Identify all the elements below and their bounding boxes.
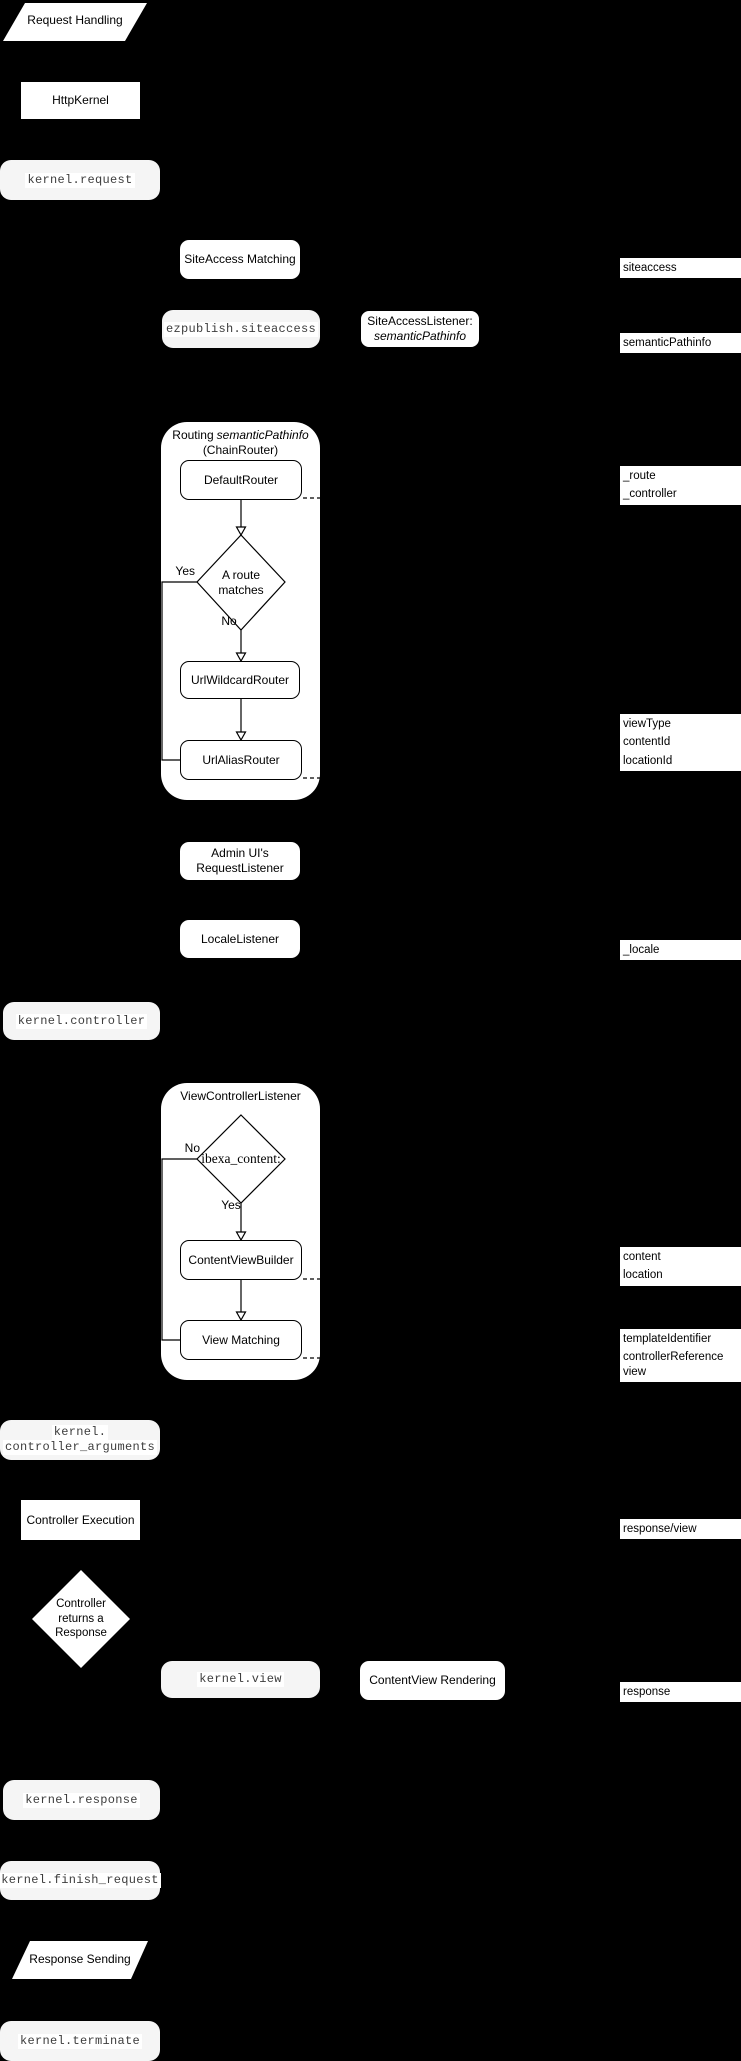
side-label-response-view: response/view xyxy=(620,1519,741,1540)
side-label-route: _route xyxy=(623,470,656,482)
url-alias-router-label: UrlAliasRouter xyxy=(202,752,280,767)
side-label-view-type: viewType xyxy=(623,718,671,730)
siteaccess-listener-node: SiteAccessListener: semanticPathinfo xyxy=(360,310,480,348)
view-controller-group-title: ViewControllerListener xyxy=(180,1089,301,1103)
route-matches-label: A route matches xyxy=(197,568,285,598)
side-label-location-id: locationId xyxy=(623,754,673,767)
contentview-rendering-node: ContentView Rendering xyxy=(360,1661,505,1700)
kernel-controller-label: kernel.controller xyxy=(15,1013,148,1029)
default-router-node: DefaultRouter xyxy=(180,460,302,500)
kernel-response-label: kernel.response xyxy=(23,1792,140,1808)
content-view-builder-node: ContentViewBuilder xyxy=(180,1240,302,1280)
side-label-template-identifier: templateIdentifier xyxy=(623,1333,712,1345)
ezpublish-siteaccess-label: ezpublish.siteaccess xyxy=(163,321,319,337)
side-label-controller-reference: controllerReference xyxy=(623,1351,724,1364)
route-matches-line1: A route xyxy=(221,568,261,582)
controller-returns-line3: Response xyxy=(55,1627,107,1639)
kernel-terminate-event: kernel.terminate xyxy=(0,2021,160,2061)
side-label-controller: _controller xyxy=(623,488,677,501)
locale-listener-node: LocaleListener xyxy=(180,920,300,958)
side-label-locale: _locale xyxy=(620,940,741,961)
url-wildcard-router-node: UrlWildcardRouter xyxy=(180,661,300,699)
locale-listener-label: LocaleListener xyxy=(200,931,280,946)
kernel-request-label: kernel.request xyxy=(25,172,135,188)
side-label-route-controller: _route _controller xyxy=(620,466,741,505)
kernel-finish-request-label: kernel.finish_request xyxy=(0,1873,161,1888)
side-label-content-location: content location xyxy=(620,1247,741,1286)
ibexa-content-label: ibexa_content: xyxy=(201,1151,281,1166)
routing-title-line2: (ChainRouter) xyxy=(202,443,279,457)
route-matches-line2: matches xyxy=(218,583,264,597)
view-matching-node: View Matching xyxy=(180,1320,302,1360)
side-label-view-params: viewType contentId locationId xyxy=(620,714,741,772)
controller-execution-node: Controller Execution xyxy=(21,1500,140,1540)
side-label-siteaccess: siteaccess xyxy=(620,258,741,279)
side-label-semantic-pathinfo: semanticPathinfo xyxy=(620,333,741,354)
side-label-content: content xyxy=(623,1251,661,1263)
siteaccess-matching-label: SiteAccess Matching xyxy=(184,252,296,266)
route-matches-yes-label: Yes xyxy=(175,564,195,578)
siteaccess-listener-line2: semanticPathinfo xyxy=(373,329,467,343)
ibexa-content-yes-label: Yes xyxy=(221,1198,241,1212)
ezpublish-siteaccess-event: ezpublish.siteaccess xyxy=(162,310,320,348)
siteaccess-matching-node: SiteAccess Matching xyxy=(180,240,300,279)
kernel-response-event: kernel.response xyxy=(3,1780,160,1820)
admin-request-listener-line1: Admin UI's xyxy=(211,846,269,860)
kernel-controller-arguments-event: kernel. controller_arguments xyxy=(0,1420,160,1460)
http-kernel-label: HttpKernel xyxy=(52,93,109,107)
kernel-terminate-label: kernel.terminate xyxy=(17,2033,143,2049)
side-label-location: location xyxy=(623,1269,663,1282)
kernel-finish-request-event: kernel.finish_request xyxy=(0,1861,161,1900)
http-kernel-node: HttpKernel xyxy=(21,82,140,119)
kernel-controller-arguments-line2: controller_arguments xyxy=(2,1440,158,1455)
admin-request-listener-node: Admin UI's RequestListener xyxy=(180,842,300,880)
controller-returns-label: Controller returns a Response xyxy=(31,1597,131,1641)
route-matches-no-label: No xyxy=(221,614,237,628)
routing-title-italic: semanticPathinfo xyxy=(216,428,309,442)
request-handling-label: Request Handling xyxy=(27,13,123,27)
contentview-rendering-label: ContentView Rendering xyxy=(369,1673,496,1687)
routing-title-prefix: Routing xyxy=(172,428,214,442)
default-router-label: DefaultRouter xyxy=(203,472,279,487)
siteaccess-listener-line1: SiteAccessListener: xyxy=(367,314,473,328)
admin-request-listener-line2: RequestListener xyxy=(196,861,284,875)
side-label-view: view xyxy=(620,1362,741,1383)
kernel-view-event: kernel.view xyxy=(161,1661,320,1698)
url-wildcard-router-label: UrlWildcardRouter xyxy=(190,672,290,687)
response-sending-label: Response Sending xyxy=(29,1952,131,1966)
side-label-content-id: contentId xyxy=(623,736,671,749)
controller-returns-line2: returns a xyxy=(58,1612,104,1625)
kernel-view-label: kernel.view xyxy=(197,1672,284,1687)
controller-returns-line1: Controller xyxy=(56,1598,106,1610)
kernel-controller-event: kernel.controller xyxy=(3,1002,160,1040)
controller-execution-label: Controller Execution xyxy=(26,1512,135,1527)
url-alias-router-node: UrlAliasRouter xyxy=(180,740,302,780)
side-label-template-controller: templateIdentifier controllerReference xyxy=(620,1329,741,1368)
kernel-request-event: kernel.request xyxy=(0,160,160,200)
view-matching-label: View Matching xyxy=(202,1332,280,1347)
kernel-controller-arguments-line1: kernel. xyxy=(51,1425,109,1440)
side-label-response: response xyxy=(620,1682,741,1703)
content-view-builder-label: ContentViewBuilder xyxy=(188,1252,294,1267)
